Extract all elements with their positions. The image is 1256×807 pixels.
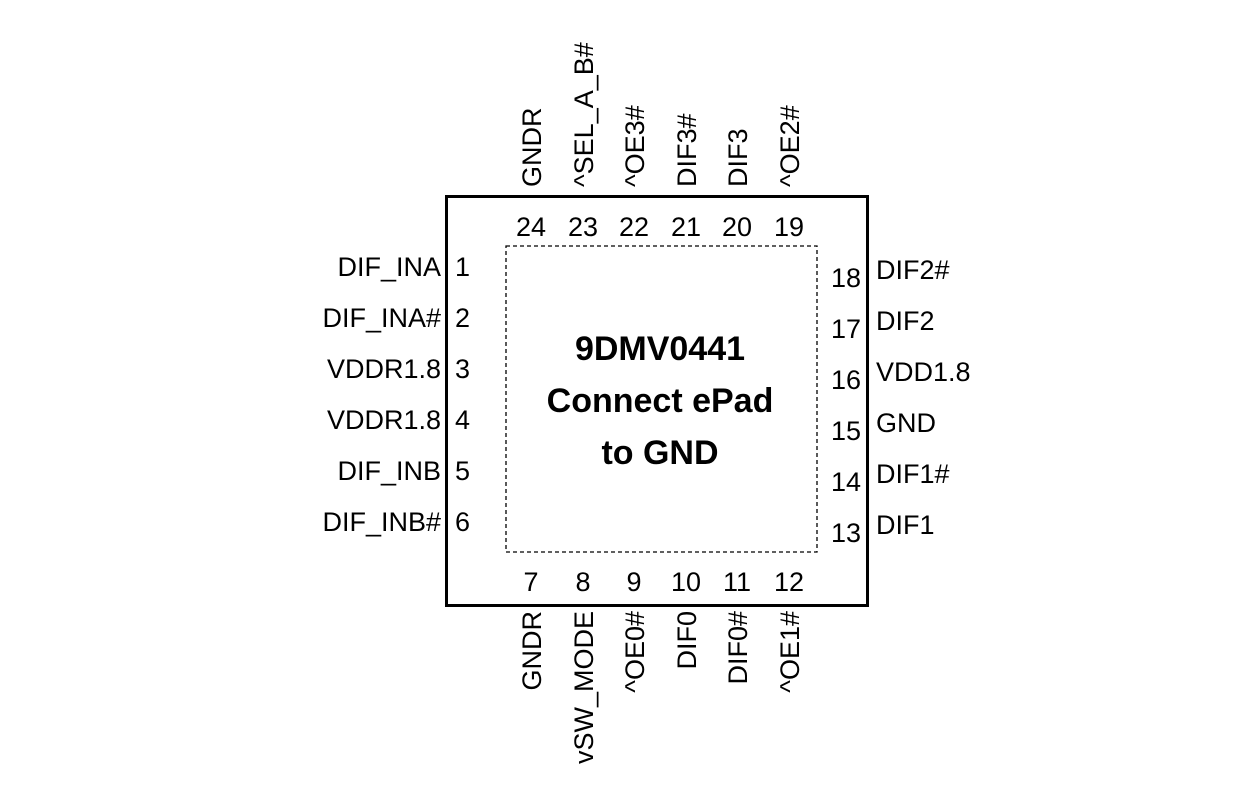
pin-7-number: 7 bbox=[523, 567, 538, 597]
pin-14-label: DIF1# bbox=[876, 459, 950, 489]
pin-8-number: 8 bbox=[575, 567, 590, 597]
top-pin-group: 19 ^OE2# 20 DIF3 21 DIF3# 22 ^OE3# 23 ^SEL_A_B# 24… bbox=[516, 42, 805, 242]
pin-11-label: DIF0# bbox=[723, 611, 753, 685]
pin-6-label: DIF_INB# bbox=[322, 507, 441, 537]
exposed-pad bbox=[505, 245, 818, 553]
package-label-line-1: 9DMV0441 bbox=[575, 330, 745, 368]
pin-5-label: DIF_INB bbox=[337, 456, 441, 486]
pin-16-label: VDD1.8 bbox=[876, 357, 971, 387]
pin-15-number: 15 bbox=[831, 416, 861, 446]
pin-3-label: VDDR1.8 bbox=[327, 354, 441, 384]
pin-21-number: 21 bbox=[671, 212, 701, 242]
pin-18-number: 18 bbox=[831, 263, 861, 293]
pin-2-number: 2 bbox=[455, 303, 470, 333]
pin-13-label: DIF1 bbox=[876, 510, 935, 540]
pin-23-number: 23 bbox=[568, 212, 598, 242]
pin-23-label: ^SEL_A_B# bbox=[569, 42, 599, 187]
pin-10-number: 10 bbox=[671, 567, 701, 597]
right-pin-group: 13 DIF1 14 DIF1# 15 GND 16 VDD1.8 17 DIF2 18 DIF2# bbox=[831, 255, 971, 548]
pin-12-label: ^OE1# bbox=[775, 611, 805, 693]
pin-12-number: 12 bbox=[774, 567, 804, 597]
pin-17-number: 17 bbox=[831, 314, 861, 344]
package-label-line-2: Connect ePad bbox=[547, 382, 774, 420]
package-label-line-3: to GND bbox=[601, 434, 718, 472]
pin-1-number: 1 bbox=[455, 252, 470, 282]
pin-17-label: DIF2 bbox=[876, 306, 935, 336]
pin-21-label: DIF3# bbox=[672, 113, 702, 187]
pin-10-label: DIF0 bbox=[672, 611, 702, 670]
pin-5-number: 5 bbox=[455, 456, 470, 486]
pin-20-label: DIF3 bbox=[723, 128, 753, 187]
pin-8-label: vSW_MODE bbox=[569, 611, 599, 764]
pin-4-number: 4 bbox=[455, 405, 470, 435]
pin-15-label: GND bbox=[876, 408, 936, 438]
pin-14-number: 14 bbox=[831, 467, 861, 497]
left-pin-group: 1DIF_INA2DIF_INA#3VDDR1.84VDDR1.85DIF_IN… bbox=[322, 252, 470, 537]
pin-9-label: ^OE0# bbox=[620, 611, 650, 693]
pin-24-number: 24 bbox=[516, 212, 546, 242]
pin-7-label: GNDR bbox=[517, 611, 547, 691]
pin-6-number: 6 bbox=[455, 507, 470, 537]
pin-22-number: 22 bbox=[619, 212, 649, 242]
pin-18-label: DIF2# bbox=[876, 255, 950, 285]
pin-11-number: 11 bbox=[723, 567, 751, 597]
pin-22-label: ^OE3# bbox=[620, 105, 650, 187]
pin-4-label: VDDR1.8 bbox=[327, 405, 441, 435]
pin-13-number: 13 bbox=[831, 518, 861, 548]
pin-1-label: DIF_INA bbox=[337, 252, 441, 282]
pin-2-label: DIF_INA# bbox=[322, 303, 441, 333]
pin-19-number: 19 bbox=[774, 212, 804, 242]
pin-19-label: ^OE2# bbox=[775, 105, 805, 187]
pin-20-number: 20 bbox=[722, 212, 752, 242]
package-label: 9DMV0441 Connect ePad to GND bbox=[547, 330, 774, 472]
package-outline bbox=[445, 195, 869, 607]
pin-3-number: 3 bbox=[455, 354, 470, 384]
pin-9-number: 9 bbox=[626, 567, 641, 597]
pin-16-number: 16 bbox=[831, 365, 861, 395]
pin-24-label: GNDR bbox=[517, 108, 547, 188]
